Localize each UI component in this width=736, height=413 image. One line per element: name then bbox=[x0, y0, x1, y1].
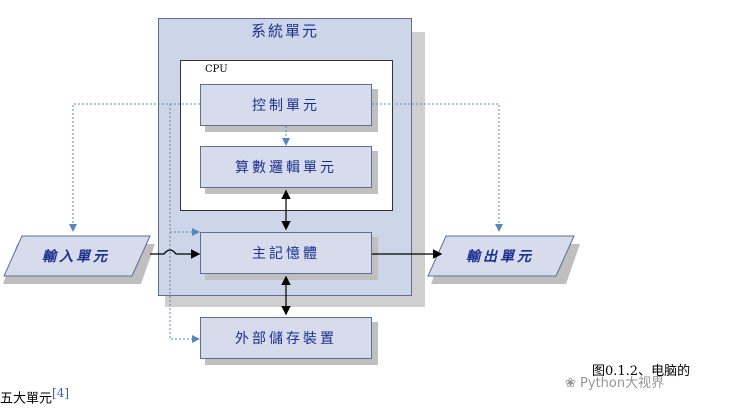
control-unit-box: 控制單元 bbox=[200, 84, 372, 126]
footer-line: 五大單元[4] bbox=[0, 386, 69, 406]
wechat-icon: ❀ bbox=[565, 376, 576, 391]
external-storage-label: 外部儲存裝置 bbox=[235, 331, 337, 347]
input-to-memory-line bbox=[150, 249, 201, 259]
output-unit-label: 輸出單元 bbox=[466, 249, 534, 265]
control-to-memory-line bbox=[169, 104, 200, 236]
control-to-input-line bbox=[69, 103, 200, 232]
main-memory-label: 主記憶體 bbox=[252, 246, 320, 262]
input-unit-label: 輸入單元 bbox=[42, 249, 110, 265]
alu-label: 算數邏輯單元 bbox=[235, 160, 337, 176]
watermark-text: Python大视界 bbox=[580, 376, 665, 391]
external-storage-box: 外部儲存裝置 bbox=[200, 317, 372, 359]
control-unit-label: 控制單元 bbox=[252, 98, 320, 114]
reference-link[interactable]: [4] bbox=[52, 386, 70, 400]
footer-text: 五大單元 bbox=[0, 391, 53, 407]
system-unit-label: 系統單元 bbox=[250, 22, 319, 40]
watermark: ❀ Python大视界 bbox=[565, 372, 664, 391]
main-memory-box: 主記憶體 bbox=[200, 232, 372, 274]
input-unit-shape bbox=[3, 235, 151, 277]
control-to-storage-line bbox=[169, 232, 200, 343]
control-to-output-line bbox=[372, 103, 503, 232]
output-unit-shape bbox=[427, 235, 575, 277]
figure-caption: 图0.1.2、电脑的 bbox=[592, 364, 691, 379]
cpu-label: CPU bbox=[205, 64, 228, 75]
alu-box: 算數邏輯單元 bbox=[200, 146, 372, 188]
